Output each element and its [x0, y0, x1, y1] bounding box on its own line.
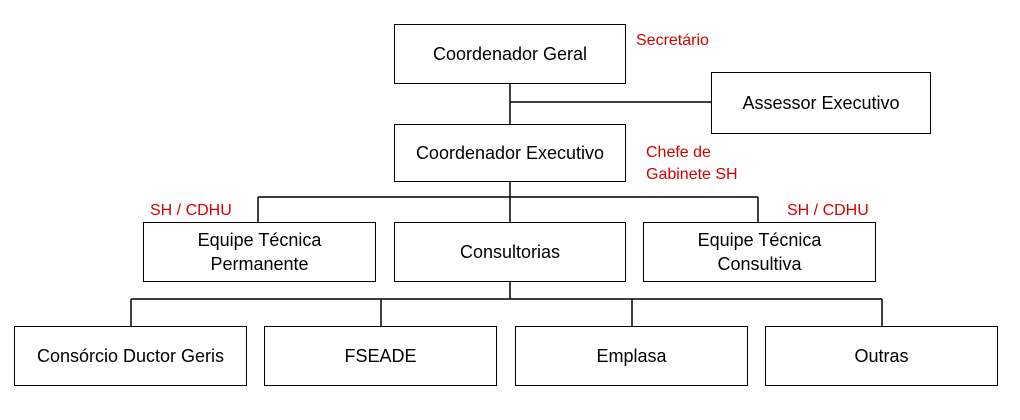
note-chefe-gabinete: Chefe de Gabinete SH [646, 142, 738, 186]
node-outras-label: Outras [854, 346, 909, 366]
note-secretario: Secretário [636, 32, 709, 49]
node-coordenador-geral-label: Coordenador Geral [432, 44, 588, 64]
note-chefe-gabinete-line2: Gabinete SH [646, 166, 738, 183]
node-equipe-tecnica-permanente: Equipe Técnica Permanente [143, 222, 376, 282]
node-consorcio-label: Consórcio Ductor Geris [36, 346, 225, 366]
node-emplasa: Emplasa [515, 326, 748, 386]
node-assessor-executivo-label: Assessor Executivo [742, 93, 900, 113]
note-sh-cdhu-right: SH / CDHU [787, 202, 869, 219]
node-consorcio-ductor-geris: Consórcio Ductor Geris [14, 326, 247, 386]
node-emplasa-label: Emplasa [596, 346, 667, 366]
node-equipe-consultiva-line1: Equipe Técnica [697, 230, 822, 250]
node-coordenador-executivo-label: Coordenador Executivo [415, 143, 605, 163]
node-outras: Outras [765, 326, 998, 386]
node-equipe-consultiva-line2: Consultiva [717, 254, 802, 274]
node-consultorias-label: Consultorias [459, 242, 561, 262]
node-assessor-executivo: Assessor Executivo [711, 72, 931, 134]
note-sh-cdhu-left: SH / CDHU [150, 202, 232, 219]
node-equipe-permanente-line1: Equipe Técnica [197, 230, 322, 250]
node-equipe-permanente-line2: Permanente [210, 254, 309, 274]
node-coordenador-geral: Coordenador Geral [394, 24, 626, 84]
note-chefe-gabinete-line1: Chefe de [646, 144, 711, 161]
node-fseade: FSEADE [264, 326, 497, 386]
node-equipe-tecnica-consultiva: Equipe Técnica Consultiva [643, 222, 876, 282]
node-fseade-label: FSEADE [344, 346, 417, 366]
node-coordenador-executivo: Coordenador Executivo [394, 124, 626, 182]
node-consultorias: Consultorias [394, 222, 626, 282]
